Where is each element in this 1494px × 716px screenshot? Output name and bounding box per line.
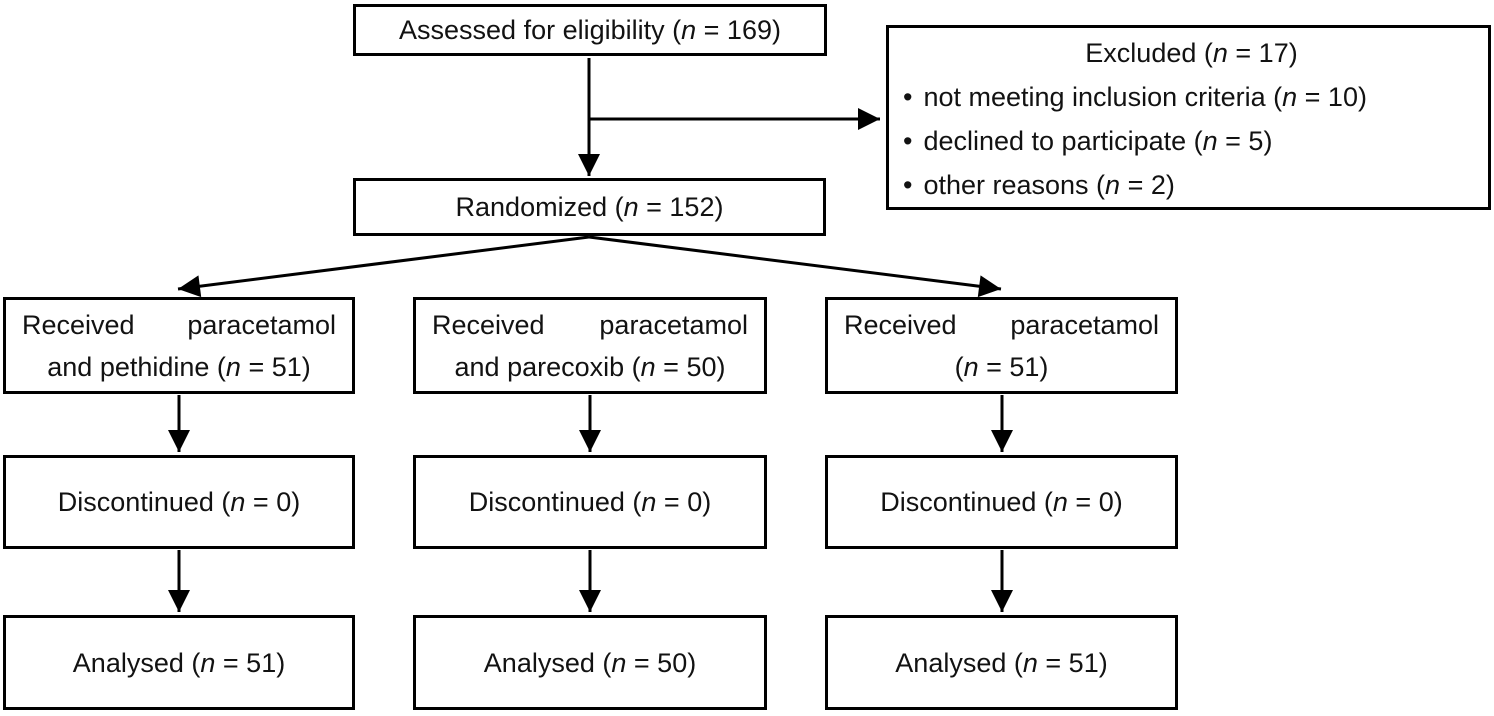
analysed-label: Analysed (n = 50) xyxy=(483,647,697,678)
node-assessed-eligibility: Assessed for eligibility (n = 169) xyxy=(353,4,827,56)
node-excluded: Excluded (n = 17) •not meeting inclusion… xyxy=(886,25,1491,210)
received-line2: (n = 51) xyxy=(954,351,1049,382)
bullet-icon: • xyxy=(903,126,913,156)
italic-n: n xyxy=(1202,126,1218,156)
italic-n: n xyxy=(1105,170,1121,200)
italic-n: n xyxy=(1212,38,1228,68)
node-received-paracetamol: Received paracetamol (n = 51) xyxy=(825,297,1178,394)
received-line1: Received paracetamol xyxy=(22,309,336,340)
node-discontinued-arm3: Discontinued (n = 0) xyxy=(825,455,1178,549)
italic-n: n xyxy=(1022,647,1038,678)
excluded-item-other-reasons: •other reasons (n = 2) xyxy=(903,163,1480,207)
italic-n: n xyxy=(1282,82,1298,112)
italic-n: n xyxy=(1052,487,1068,517)
arrow-randomized-to-arm3 xyxy=(588,235,1002,298)
randomized-label: Randomized (n = 152) xyxy=(455,192,724,222)
excluded-item-declined: •declined to participate (n = 5) xyxy=(903,119,1480,163)
excluded-item-inclusion-criteria: •not meeting inclusion criteria (n = 10) xyxy=(903,75,1480,119)
node-analysed-arm3: Analysed (n = 51) xyxy=(825,615,1178,710)
analysed-label: Analysed (n = 51) xyxy=(895,647,1108,678)
node-analysed-arm1: Analysed (n = 51) xyxy=(3,615,355,710)
node-discontinued-arm1: Discontinued (n = 0) xyxy=(3,455,355,549)
italic-n: n xyxy=(611,647,627,678)
excluded-title: Excluded (n = 17) xyxy=(1085,38,1298,68)
italic-n: n xyxy=(623,192,639,222)
assessed-label: Assessed for eligibility (n = 169) xyxy=(399,15,781,45)
analysed-label: Analysed (n = 51) xyxy=(72,647,286,678)
received-line1: Received paracetamol xyxy=(432,309,748,340)
discontinued-label: Discontinued (n = 0) xyxy=(57,487,301,517)
received-line2: and pethidine (n = 51) xyxy=(47,351,311,382)
arrow-randomized-to-arm1 xyxy=(177,235,590,298)
received-line1: Received paracetamol xyxy=(844,309,1159,340)
received-line2: and parecoxib (n = 50) xyxy=(454,351,726,382)
node-randomized: Randomized (n = 152) xyxy=(353,178,826,236)
node-discontinued-arm2: Discontinued (n = 0) xyxy=(413,455,767,549)
italic-n: n xyxy=(681,15,697,45)
italic-n: n xyxy=(640,351,656,382)
italic-n: n xyxy=(641,487,657,517)
italic-n: n xyxy=(963,351,979,382)
discontinued-label: Discontinued (n = 0) xyxy=(468,487,712,517)
node-analysed-arm2: Analysed (n = 50) xyxy=(413,615,767,710)
italic-n: n xyxy=(225,351,241,382)
node-received-paracetamol-parecoxib: Received paracetamol and parecoxib (n = … xyxy=(413,297,767,394)
italic-n: n xyxy=(230,487,246,517)
bullet-icon: • xyxy=(903,170,913,200)
discontinued-label: Discontinued (n = 0) xyxy=(880,487,1123,517)
bullet-icon: • xyxy=(903,82,913,112)
italic-n: n xyxy=(200,647,216,678)
node-received-paracetamol-pethidine: Received paracetamol and pethidine (n = … xyxy=(3,297,355,394)
